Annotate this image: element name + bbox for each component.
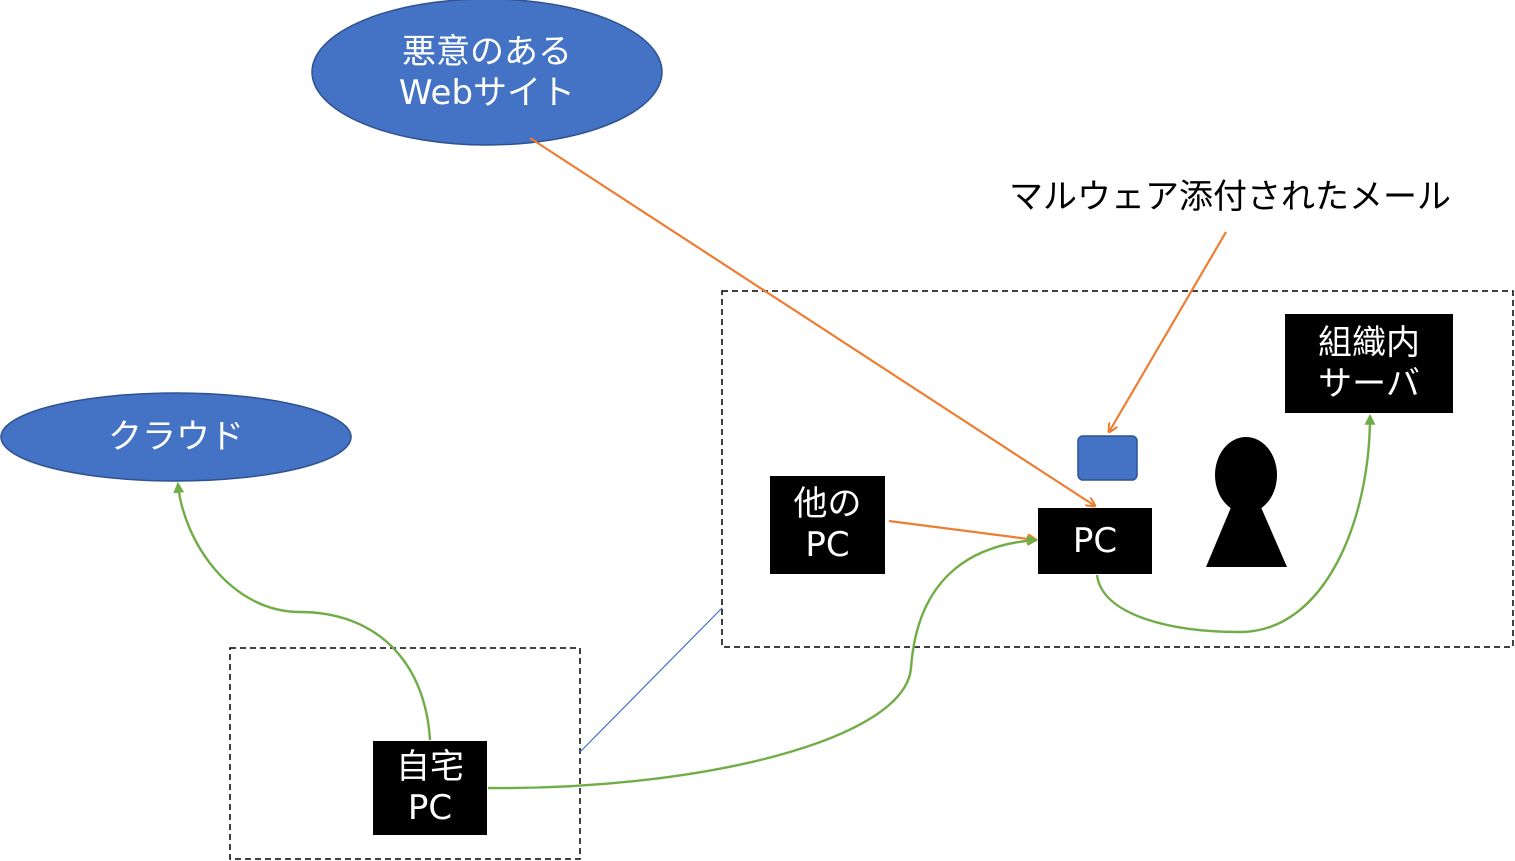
internal-server-line1: 組織内 (1318, 322, 1420, 363)
malicious-site-line2: Webサイト (398, 72, 576, 113)
home-pc-box (373, 741, 487, 835)
home-boundary (229, 647, 581, 860)
target-pc-label: PC (1038, 508, 1152, 574)
person-icon (1206, 437, 1287, 567)
other-pc-label: 他の PC (770, 476, 885, 574)
internal-server-box (1285, 314, 1453, 413)
malicious-site-line1: 悪意のある (402, 31, 572, 72)
home-pc-line2: PC (407, 788, 453, 828)
target-pc-text: PC (1072, 520, 1118, 561)
internal-server-line2: サーバ (1318, 363, 1420, 404)
mail-attachment-icon (1077, 435, 1138, 481)
malware-mail-label: マルウェア添付されたメール (960, 172, 1500, 222)
home-pc-label: 自宅 PC (373, 741, 487, 835)
malicious-site-label: 悪意のある Webサイト (312, 0, 662, 145)
boundary-connector (579, 607, 723, 753)
mail-to-attachment-arrow (1109, 231, 1227, 432)
internal-server-label: 組織内 サーバ (1285, 314, 1453, 413)
home-pc-to-cloud-arrow (173, 481, 432, 741)
target-pc-box (1038, 508, 1152, 574)
malicious-site-to-pc-arrow (529, 137, 1095, 506)
cloud-label: クラウド (1, 393, 351, 481)
malicious-site-ellipse (311, 0, 663, 146)
cloud-ellipse (0, 392, 352, 482)
other-pc-to-pc-arrow (888, 519, 1036, 540)
pc-to-server-arrow (1095, 413, 1376, 634)
malware-mail-text: マルウェア添付されたメール (1009, 176, 1451, 217)
other-pc-box (770, 476, 885, 574)
home-pc-to-pc-arrow (487, 535, 1039, 790)
other-pc-line2: PC (805, 525, 850, 565)
cloud-text: クラウド (108, 416, 244, 457)
other-pc-line1: 他の (793, 484, 862, 525)
home-pc-line1: 自宅 (396, 747, 464, 788)
organization-boundary (721, 290, 1514, 648)
